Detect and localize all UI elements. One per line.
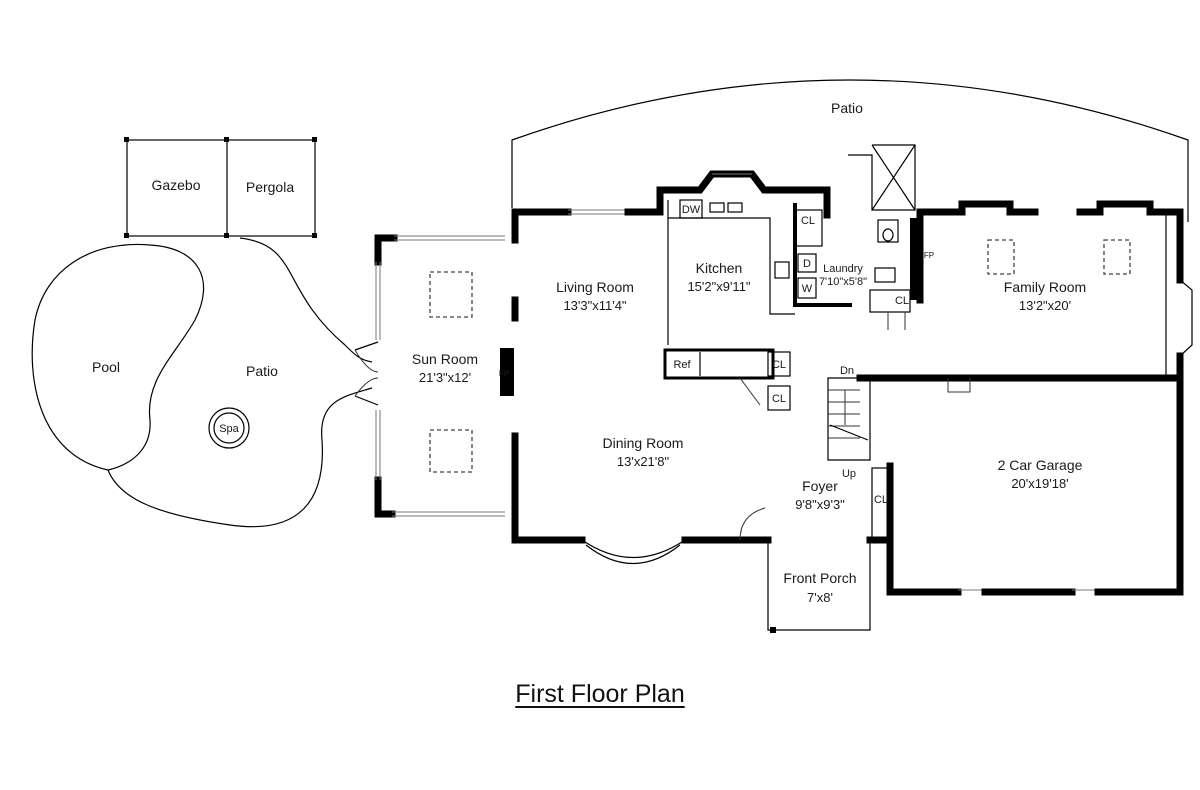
- dining-room-dims: 13'x21'8": [617, 454, 670, 469]
- spa-label: Spa: [219, 423, 239, 435]
- closet-kitchen-label: CL: [801, 215, 815, 227]
- fireplace-family-room-label: FP: [924, 251, 934, 260]
- pool-patio-outline: [31, 237, 373, 528]
- garage-dims: 20'x19'18': [1011, 476, 1068, 491]
- pool-label: Pool: [92, 359, 120, 375]
- plan-title: First Floor Plan: [515, 680, 685, 708]
- patio-top-area: [511, 79, 1189, 222]
- gazebo-label: Gazebo: [151, 177, 200, 193]
- closet-ref-label: CL: [772, 359, 786, 371]
- fireplace-sun-room-label: FP: [499, 369, 509, 378]
- laundry-dims: 7'10"x5'8": [819, 276, 867, 288]
- living-room-label: Living Room: [556, 279, 634, 295]
- dining-room-label: Dining Room: [603, 435, 684, 451]
- closet-foyer-label: CL: [874, 494, 888, 506]
- pergola-label: Pergola: [246, 179, 294, 195]
- family-room-dims: 13'2"x20': [1019, 298, 1071, 313]
- front-porch-label: Front Porch: [783, 570, 856, 586]
- family-room-label: Family Room: [1004, 279, 1086, 295]
- stair-up-label: Up: [842, 468, 856, 480]
- interior-details: [663, 144, 1131, 633]
- closet-laundry-label: CL: [895, 295, 909, 307]
- dryer-label: D: [803, 258, 811, 270]
- kitchen-dims: 15'2"x9'11": [687, 279, 750, 294]
- sun-room-walls: [354, 234, 514, 518]
- house-walls: [511, 170, 1193, 596]
- closet-lower-label: CL: [772, 393, 786, 405]
- garage-label: 2 Car Garage: [998, 457, 1083, 473]
- stair-down-label: Dn: [840, 365, 854, 377]
- laundry-label: Laundry: [823, 263, 863, 275]
- fixture-labels: DW Ref D W CL CL CL CL CL FP FP Dn Up: [499, 204, 934, 506]
- refrigerator-label: Ref: [673, 359, 691, 371]
- kitchen-label: Kitchen: [696, 260, 743, 276]
- plan-caption: First Floor Plan: [0, 680, 1200, 709]
- front-porch-dims: 7'x8': [807, 590, 833, 605]
- foyer-dims: 9'8"x9'3": [795, 497, 845, 512]
- washer-label: W: [802, 283, 813, 295]
- patio-left-label: Patio: [246, 363, 278, 379]
- living-room-dims: 13'3"x11'4": [563, 298, 626, 313]
- patio-top-label: Patio: [831, 100, 863, 116]
- gazebo-pergola: [124, 137, 317, 238]
- room-labels: Patio Gazebo Pergola Pool Patio Spa Sun …: [92, 100, 1086, 605]
- sun-room-label: Sun Room: [412, 351, 478, 367]
- foyer-label: Foyer: [802, 478, 838, 494]
- sun-room-dims: 21'3"x12': [419, 370, 471, 385]
- dishwasher-label: DW: [682, 204, 701, 216]
